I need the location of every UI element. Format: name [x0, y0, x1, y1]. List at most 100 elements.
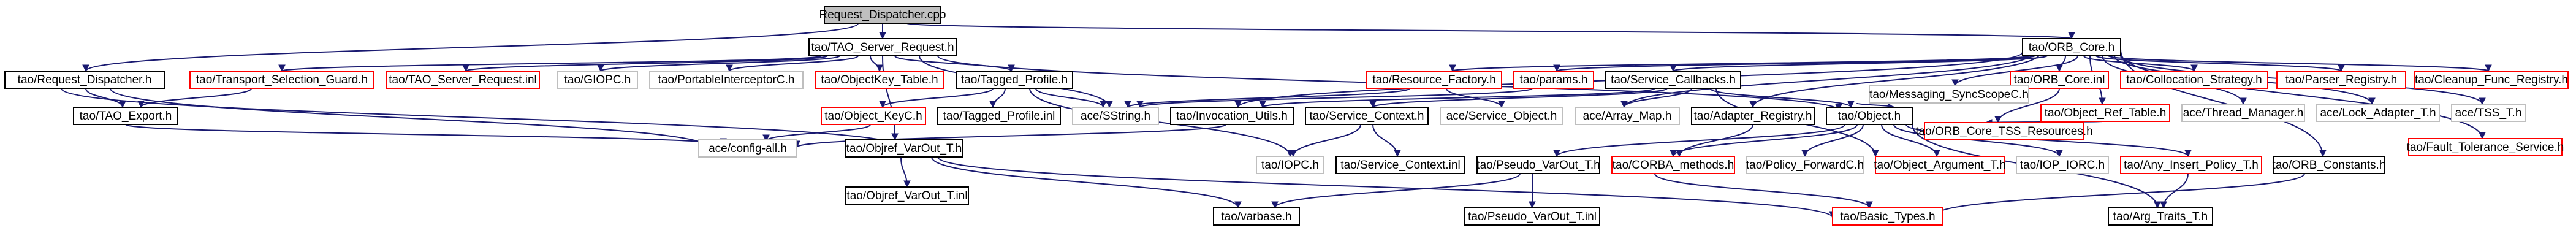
dependency-edge	[2120, 48, 2323, 157]
svg-text:tao/Service_Callbacks.h: tao/Service_Callbacks.h	[1611, 74, 1736, 86]
edge-arrowhead	[1271, 201, 1279, 209]
node-pseudo-varout-t-h[interactable]: tao/Pseudo_VarOut_T.h	[1476, 156, 1600, 174]
node-service-context-inl[interactable]: tao/Service_Context.inl	[1335, 156, 1465, 174]
node-basic-types-h[interactable]: tao/Basic_Types.h	[1832, 207, 1943, 226]
edge-arrowhead	[2184, 150, 2192, 158]
dependency-edge	[2083, 55, 2195, 72]
edge-arrowhead	[891, 133, 899, 141]
edge-arrowhead	[1369, 101, 1377, 109]
edge-arrowhead	[1234, 201, 1242, 209]
svg-text:tao/params.h: tao/params.h	[1520, 74, 1588, 86]
edge-arrowhead	[762, 134, 770, 142]
edge-arrowhead	[1847, 101, 1855, 109]
node-ace-service-object-h[interactable]: ace/Service_Object.h	[1440, 107, 1563, 125]
node-fault-tolerance-service-h[interactable]: tao/Fault_Tolerance_Service.h	[2407, 138, 2564, 156]
dependency-edge	[1452, 55, 2029, 72]
dependency-edge	[796, 124, 1226, 148]
dependency-edge	[600, 55, 840, 72]
node-corba-methods-h[interactable]: tao/CORBA_methods.h	[1611, 156, 1735, 174]
node-lock-adapter-t-h[interactable]: ace/Lock_Adapter_T.h	[2316, 104, 2440, 122]
node-transport-selection-guard-h[interactable]: tao/Transport_Selection_Guard.h	[189, 71, 374, 89]
dependency-edge	[1673, 124, 1858, 157]
node-params-h[interactable]: tao/params.h	[1513, 71, 1594, 89]
node-invocation-utils-h[interactable]: tao/Invocation_Utils.h	[1170, 107, 1294, 125]
node-object-argument-t-h[interactable]: tao/Object_Argument_T.h	[1874, 156, 2006, 174]
dependency-edge	[729, 55, 859, 72]
node-parser-registry-h[interactable]: tao/Parser_Registry.h	[2276, 71, 2406, 89]
node-request-dispatcher-cpp[interactable]: Request_Dispatcher.cpp	[819, 6, 946, 24]
svg-text:tao/Pseudo_VarOut_T.h: tao/Pseudo_VarOut_T.h	[1476, 159, 1600, 172]
node-objref-varout-t-inl[interactable]: tao/Objref_VarOut_T.inl	[845, 186, 969, 205]
dependency-edge	[1262, 88, 1655, 108]
svg-text:tao/Messaging_SyncScopeC.h: tao/Messaging_SyncScopeC.h	[1869, 88, 2029, 101]
node-policy-forwardc-h[interactable]: tao/Policy_ForwardC.h	[1746, 156, 1864, 174]
node-ace-sstring-h[interactable]: ace/SString.h	[1072, 107, 1159, 125]
node-tss-t-h[interactable]: ace/TSS_T.h	[2451, 104, 2526, 122]
node-any-insert-policy-t-h[interactable]: tao/Any_Insert_Policy_T.h	[2120, 156, 2262, 174]
node-object-ref-table-h[interactable]: tao/Object_Ref_Table.h	[2040, 104, 2170, 122]
dependency-edge	[1372, 124, 1398, 157]
svg-text:tao/Tagged_Profile.inl: tao/Tagged_Profile.inl	[943, 110, 1055, 123]
node-portableinterceptorc-h[interactable]: tao/PortableInterceptorC.h	[649, 71, 804, 89]
dependency-edge	[766, 124, 871, 142]
dependency-edge	[2120, 52, 2483, 139]
node-object-h[interactable]: tao/Object.h	[1826, 107, 1913, 125]
edge-arrowhead	[1529, 201, 1536, 209]
node-thread-manager-h[interactable]: ace/Thread_Manager.h	[2181, 104, 2305, 122]
node-tao-export-h[interactable]: tao/TAO_Export.h	[73, 107, 178, 125]
node-objref-varout-t-h[interactable]: tao/Objref_VarOut_T.h	[845, 139, 963, 158]
dependency-edge	[1654, 173, 1870, 208]
dependency-edge	[1029, 88, 1291, 157]
node-tao-server-request-h[interactable]: tao/TAO_Server_Request.h	[808, 38, 957, 56]
node-ace-array-map-h[interactable]: ace/Array_Map.h	[1575, 107, 1680, 125]
edge-arrowhead	[137, 101, 145, 109]
svg-text:tao/Transport_Selection_Guard.: tao/Transport_Selection_Guard.h	[196, 74, 368, 86]
svg-text:tao/Arg_Traits_T.h: tao/Arg_Traits_T.h	[2113, 210, 2208, 223]
node-messaging-syncscopec-h[interactable]: tao/Messaging_SyncScopeC.h	[1869, 85, 2029, 104]
node-service-callbacks-h[interactable]: tao/Service_Callbacks.h	[1605, 71, 1741, 89]
node-orb-constants-h[interactable]: tao/ORB_Constants.h	[2273, 156, 2386, 174]
node-orb-core-tss-resources-h[interactable]: tao/ORB_Core_TSS_Resources.h	[1915, 122, 2093, 140]
edge-arrowhead	[1234, 101, 1242, 109]
edge-arrowhead	[278, 64, 286, 72]
node-giopc-h[interactable]: tao/GIOPC.h	[557, 71, 638, 89]
node-orb-core-h[interactable]: tao/ORB_Core.h	[2022, 38, 2121, 56]
dependency-edge	[1624, 88, 1692, 108]
node-orb-core-inl[interactable]: tao/ORB_Core.inl	[2010, 71, 2109, 89]
edge-arrowhead	[726, 64, 733, 72]
svg-text:tao/Service_Context.h: tao/Service_Context.h	[1310, 110, 1424, 123]
node-iop-iorc-h[interactable]: tao/IOP_IORC.h	[2016, 156, 2109, 174]
node-iopc-h[interactable]: tao/IOPC.h	[1256, 156, 1324, 174]
svg-text:tao/Pseudo_VarOut_T.inl: tao/Pseudo_VarOut_T.inl	[1468, 210, 1597, 223]
node-varbase-h[interactable]: tao/varbase.h	[1213, 207, 1300, 226]
edge-arrowhead	[2154, 201, 2161, 209]
edge-arrowhead	[1259, 101, 1266, 109]
dependency-edge	[1139, 88, 1533, 108]
svg-text:tao/varbase.h: tao/varbase.h	[1221, 210, 1291, 223]
edge-arrowhead	[1670, 64, 1677, 72]
node-tagged-profile-h[interactable]: tao/Tagged_Profile.h	[956, 71, 1073, 89]
edge-arrowhead	[2099, 97, 2106, 105]
node-object-keyc-h[interactable]: tao/Object_KeyC.h	[821, 107, 926, 125]
node-cleanup-func-registry-h[interactable]: tao/Cleanup_Func_Registry.h	[2414, 71, 2569, 89]
edge-arrowhead	[903, 180, 911, 188]
node-tagged-profile-inl[interactable]: tao/Tagged_Profile.inl	[937, 107, 1061, 125]
node-collocation-strategy-h[interactable]: tao/Collocation_Strategy.h	[2120, 71, 2268, 89]
node-pseudo-varout-t-inl[interactable]: tao/Pseudo_VarOut_T.inl	[1464, 207, 1600, 226]
node-request-dispatcher-h[interactable]: tao/Request_Dispatcher.h	[4, 71, 165, 89]
node-objectkey-table-h[interactable]: tao/ObjectKey_Table.h	[815, 71, 944, 89]
node-tao-server-request-inl[interactable]: tao/TAO_Server_Request.inl	[386, 71, 540, 89]
node-adapter-registry-h[interactable]: tao/Adapter_Registry.h	[1691, 107, 1815, 125]
node-arg-traits-t-h[interactable]: tao/Arg_Traits_T.h	[2108, 207, 2213, 226]
dependency-edge	[125, 124, 724, 145]
edge-arrowhead	[82, 64, 89, 72]
node-service-context-h[interactable]: tao/Service_Context.h	[1305, 107, 1429, 125]
svg-text:tao/IOP_IORC.h: tao/IOP_IORC.h	[2020, 159, 2105, 172]
edge-arrowhead	[1136, 101, 1144, 109]
edge-arrowhead	[1933, 150, 1940, 158]
dependency-edge	[61, 88, 902, 148]
svg-text:tao/Object_Ref_Table.h: tao/Object_Ref_Table.h	[2045, 107, 2167, 120]
dependency-edge	[894, 55, 1012, 72]
node-resource-factory-h[interactable]: tao/Resource_Factory.h	[1366, 71, 1502, 89]
node-ace-config-all-h[interactable]: ace/config-all.h	[698, 139, 797, 158]
